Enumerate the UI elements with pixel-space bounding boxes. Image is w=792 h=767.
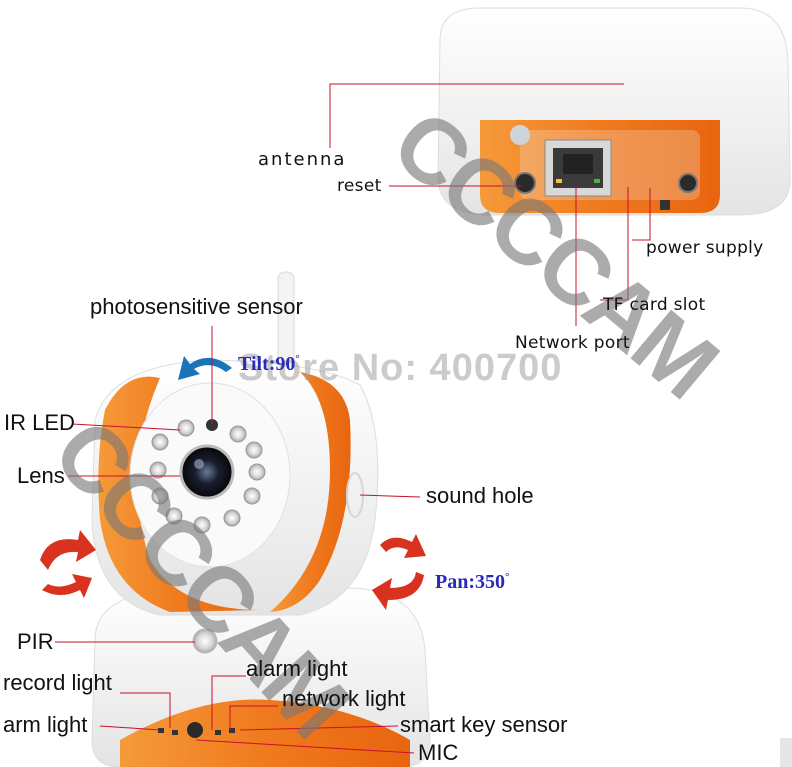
tilt-text: Tilt:90: [238, 353, 296, 375]
power-jack: [678, 173, 698, 193]
store-watermark: Store No: 400700: [238, 347, 563, 389]
pan-label: Pan:350°: [435, 571, 510, 593]
pan-degree: °: [505, 571, 510, 583]
reset-hole: [514, 172, 536, 194]
rear-view-camera: [437, 7, 791, 216]
photosensitive-sensor-dot: [206, 419, 218, 431]
label-photosensitive-sensor: photosensitive sensor: [90, 294, 303, 319]
label-pir: PIR: [17, 629, 54, 654]
label-lens: Lens: [17, 463, 65, 488]
pan-arrow-right-icon: [372, 534, 426, 610]
label-smart-key-sensor: smart key sensor: [400, 712, 568, 737]
tilt-arrow-icon: [178, 356, 232, 380]
ir-led-ring: [149, 419, 266, 534]
label-power-supply: power supply: [646, 238, 764, 258]
pan-arrow-left-icon: [40, 530, 96, 598]
pan-text: Pan:350: [435, 571, 505, 593]
label-ir-led: IR LED: [4, 410, 75, 435]
lens: [179, 444, 235, 500]
label-arm-light: arm light: [3, 712, 88, 737]
label-sound-hole: sound hole: [426, 483, 534, 508]
callout-lines: [55, 83, 651, 754]
label-network-light: network light: [282, 686, 406, 711]
label-network-port: Network port: [515, 333, 630, 353]
front-view-camera: [91, 271, 431, 767]
tilt-degree: °: [295, 353, 300, 365]
label-mic: MIC: [418, 740, 459, 765]
tilt-label: Tilt:90°: [238, 353, 300, 375]
label-antenna: antenna: [258, 149, 347, 170]
pir-sensor: [192, 628, 218, 654]
network-port-icon: [544, 139, 612, 197]
label-reset: reset: [337, 176, 382, 196]
label-record-light: record light: [3, 670, 112, 695]
label-alarm-light: alarm light: [246, 656, 348, 681]
label-tf-card-slot: TF card slot: [603, 295, 706, 315]
